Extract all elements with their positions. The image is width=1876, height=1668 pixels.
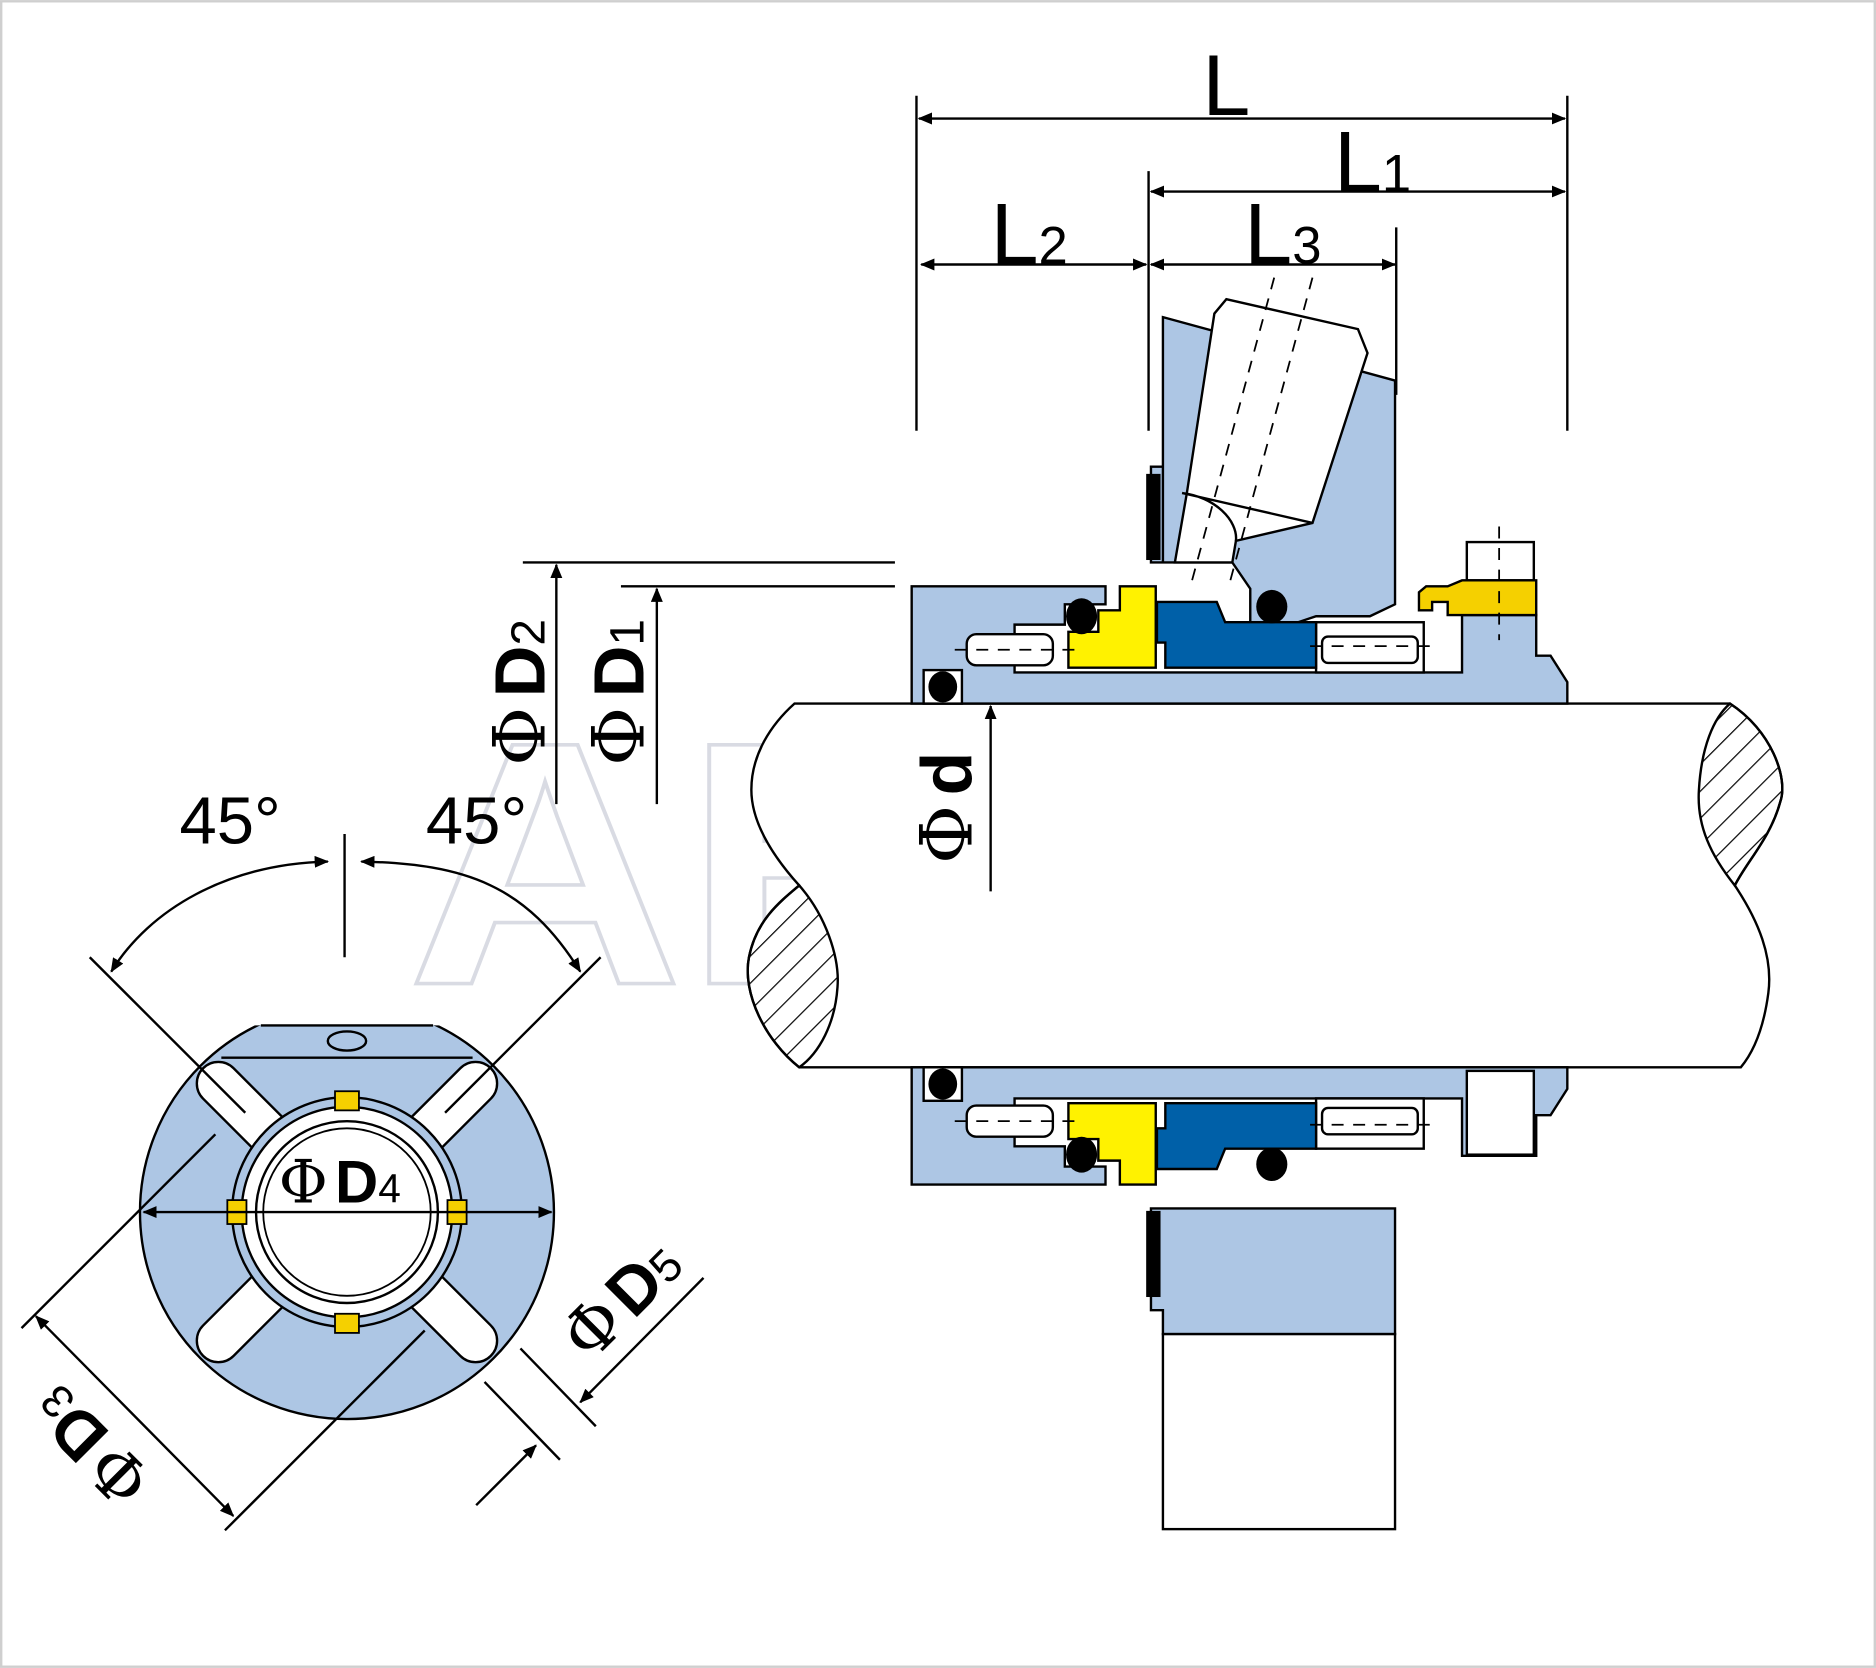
rotating-face	[1155, 600, 1318, 669]
label-D1: ΦD1	[577, 619, 661, 766]
spring	[1320, 635, 1419, 665]
dim-line-D3	[35, 1315, 235, 1517]
set-screw	[1465, 1069, 1536, 1156]
label-L2: L2	[991, 186, 1068, 282]
drive-collar-upper	[1417, 526, 1538, 641]
label-L3: L3	[1244, 186, 1321, 282]
label-angle-right: 45°	[426, 784, 527, 859]
set-screw	[326, 1030, 368, 1052]
shaft-section-hatch-left	[746, 883, 839, 1069]
collar-clip	[1417, 579, 1538, 617]
seal-core-upper	[910, 585, 1569, 705]
gland-lower	[1146, 1069, 1536, 1531]
label-d: Φd	[905, 752, 989, 864]
gland-upper	[1146, 277, 1397, 624]
o-ring	[1256, 589, 1288, 624]
gasket	[1146, 1210, 1161, 1298]
dimensions-section: L L1 L2 L3 ΦD2 ΦD1 Φd	[477, 38, 1569, 892]
set-screw	[1465, 540, 1536, 582]
o-ring	[1066, 598, 1098, 635]
dim-line-D5	[579, 1277, 705, 1404]
angle-arc-right	[360, 855, 582, 973]
shaft	[746, 702, 1784, 1069]
label-L1: L1	[1334, 115, 1411, 211]
gasket	[1146, 473, 1161, 561]
label-D2: ΦD2	[477, 619, 561, 766]
angle-arc-left	[110, 855, 330, 973]
shaft-section-hatch-right	[1697, 702, 1784, 888]
label-angle-left: 45°	[179, 784, 280, 859]
o-ring	[928, 671, 958, 703]
label-L: L	[1202, 38, 1250, 134]
